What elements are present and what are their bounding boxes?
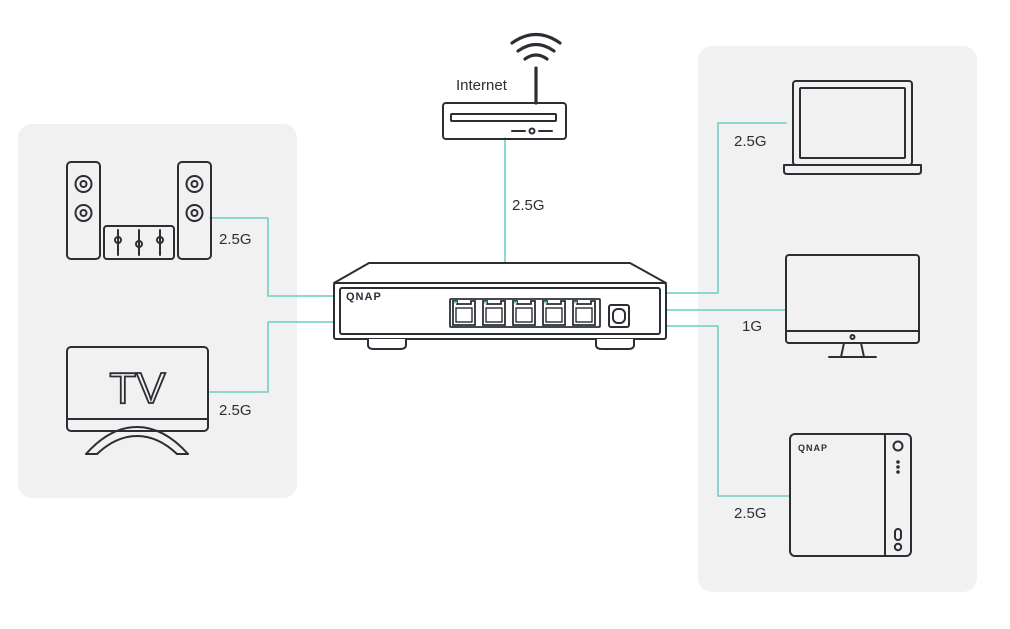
ethernet-port bbox=[452, 300, 476, 326]
tv-link bbox=[209, 321, 334, 393]
ethernet-port bbox=[482, 300, 506, 326]
tv-speed-label: 2.5G bbox=[219, 402, 252, 419]
tv-icon bbox=[66, 346, 209, 455]
speaker-link bbox=[209, 217, 334, 297]
laptop-speed-label: 2.5G bbox=[734, 133, 767, 150]
ethernet-port bbox=[572, 300, 596, 326]
speaker-system-icon bbox=[66, 161, 212, 260]
nas-icon bbox=[789, 433, 912, 557]
ethernet-port bbox=[542, 300, 566, 326]
router-icon bbox=[442, 102, 567, 140]
laptop-link bbox=[664, 122, 787, 294]
internet-label: Internet bbox=[456, 77, 507, 94]
tv-text: TV bbox=[109, 364, 166, 413]
wifi-icon bbox=[510, 32, 562, 105]
switch-brand: QNAP bbox=[346, 291, 382, 303]
home-entertainment-panel bbox=[18, 124, 297, 498]
nas-link bbox=[664, 325, 791, 497]
nas-brand: QNAP bbox=[798, 443, 828, 453]
ethernet-port bbox=[512, 300, 536, 326]
monitor-icon bbox=[785, 254, 920, 358]
router-speed-label: 2.5G bbox=[512, 197, 545, 214]
speaker-speed-label: 2.5G bbox=[219, 231, 252, 248]
monitor-speed-label: 1G bbox=[742, 318, 763, 335]
nas-speed-label: 2.5G bbox=[734, 505, 767, 522]
laptop-icon bbox=[783, 80, 922, 175]
connection-lines bbox=[209, 122, 791, 497]
computing-devices-panel bbox=[698, 46, 977, 592]
power-port bbox=[608, 304, 630, 328]
ethernet-ports bbox=[449, 298, 601, 328]
